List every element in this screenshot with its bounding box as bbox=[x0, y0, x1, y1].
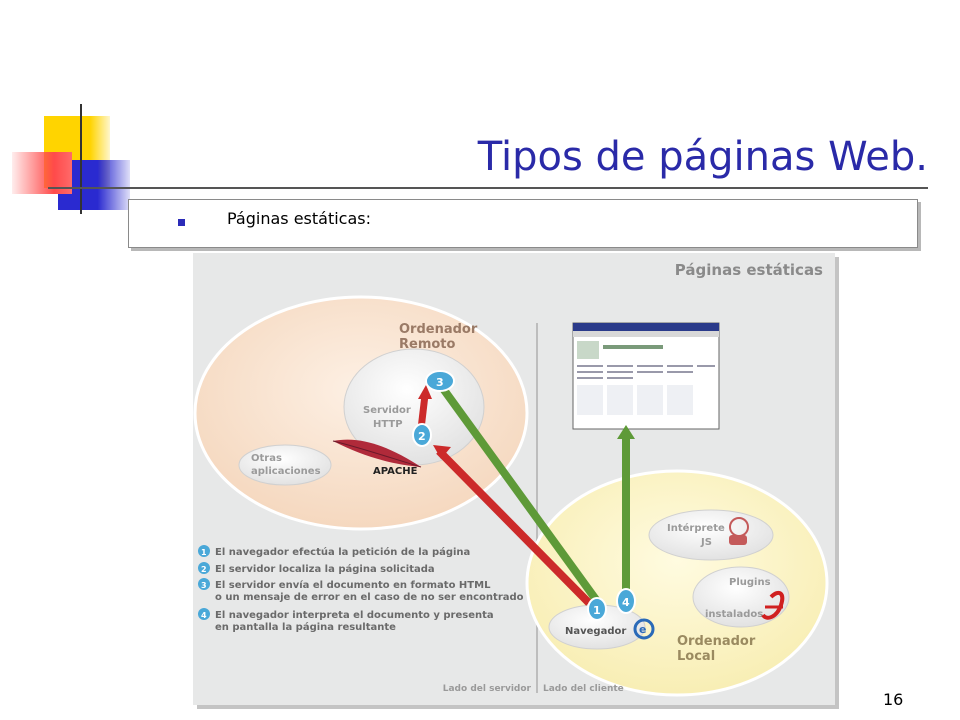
step-2: 2 El servidor localiza la página solicit… bbox=[198, 562, 435, 575]
step-4: 4 El navegador interpreta el documento y… bbox=[198, 608, 494, 633]
badge-4: 4 bbox=[616, 588, 636, 614]
js-interpreter-node bbox=[648, 509, 774, 561]
other-apps-label-2: aplicaciones bbox=[251, 466, 321, 477]
flash-icon bbox=[761, 590, 785, 620]
plugins-label-1: Plugins bbox=[729, 577, 771, 588]
svg-text:1: 1 bbox=[201, 548, 207, 557]
request-arrow bbox=[436, 448, 592, 606]
apache-label: APACHE bbox=[373, 466, 418, 477]
diagram-heading: Páginas estáticas bbox=[675, 261, 823, 279]
title-rule bbox=[48, 187, 928, 189]
plugins-node bbox=[692, 566, 790, 628]
web-page-screenshot bbox=[572, 322, 720, 430]
svg-text:4: 4 bbox=[201, 611, 207, 620]
apache-feather-icon bbox=[332, 439, 422, 468]
plugins-label-2: instalados bbox=[705, 609, 763, 620]
svg-text:1: 1 bbox=[593, 604, 601, 617]
coffee-cup-icon bbox=[729, 517, 749, 545]
display-arrowhead bbox=[617, 425, 635, 439]
step-3-text-2: o un mensaje de error en el caso de no s… bbox=[215, 592, 524, 603]
bullet-marker bbox=[178, 219, 185, 226]
static-pages-diagram: Páginas estáticas Ordenador Remoto Servi… bbox=[193, 253, 835, 705]
badge-2: 2 bbox=[412, 423, 432, 447]
step-2-text: El servidor localiza la página solicitad… bbox=[215, 563, 435, 575]
response-arrow bbox=[435, 380, 601, 604]
steps-legend: 1 El navegador efectúa la petición de la… bbox=[198, 545, 524, 633]
server-label-2: HTTP bbox=[373, 419, 403, 430]
js-label-1: Intérprete bbox=[667, 522, 725, 534]
step-4-text-2: en pantalla la página resultante bbox=[215, 621, 396, 633]
local-title-2: Local bbox=[677, 649, 715, 664]
diagram-svg: Páginas estáticas Ordenador Remoto Servi… bbox=[193, 261, 829, 697]
svg-text:4: 4 bbox=[622, 596, 630, 609]
step-3-text-1: El servidor envía el documento en format… bbox=[215, 579, 491, 591]
bullet-box: Páginas estáticas: bbox=[128, 199, 918, 248]
locate-arrowhead bbox=[418, 385, 432, 399]
svg-text:2: 2 bbox=[418, 430, 426, 443]
bullet-text: Páginas estáticas: bbox=[227, 209, 372, 228]
step-4-text-1: El navegador interpreta el documento y p… bbox=[215, 610, 494, 621]
remote-title-2: Remoto bbox=[399, 337, 456, 352]
slide-title: Tipos de páginas Web. bbox=[477, 134, 928, 180]
browser-label: Navegador bbox=[565, 626, 626, 637]
svg-text:3: 3 bbox=[201, 581, 207, 590]
step-1: 1 El navegador efectúa la petición de la… bbox=[198, 545, 470, 558]
server-side-label: Lado del servidor bbox=[443, 684, 532, 694]
local-title-1: Ordenador bbox=[677, 634, 756, 649]
remote-title-1: Ordenador bbox=[399, 322, 478, 337]
badge-3: 3 bbox=[425, 370, 455, 392]
client-side-label: Lado del cliente bbox=[543, 684, 624, 694]
step-1-text: El navegador efectúa la petición de la p… bbox=[215, 546, 470, 558]
page-number: 16 bbox=[883, 690, 904, 709]
other-apps-label-1: Otras bbox=[251, 453, 282, 464]
other-apps-node bbox=[238, 444, 332, 486]
js-label-2: JS bbox=[700, 537, 712, 548]
internet-explorer-icon: e bbox=[633, 618, 655, 640]
badge-1: 1 bbox=[587, 597, 607, 621]
server-label-1: Servidor bbox=[363, 405, 411, 416]
svg-text:e: e bbox=[639, 623, 646, 636]
decor-vertical-line bbox=[80, 104, 82, 214]
svg-text:3: 3 bbox=[436, 376, 444, 389]
request-arrowhead bbox=[433, 445, 451, 459]
step-3: 3 El servidor envía el documento en form… bbox=[198, 578, 524, 603]
svg-text:2: 2 bbox=[201, 565, 207, 574]
